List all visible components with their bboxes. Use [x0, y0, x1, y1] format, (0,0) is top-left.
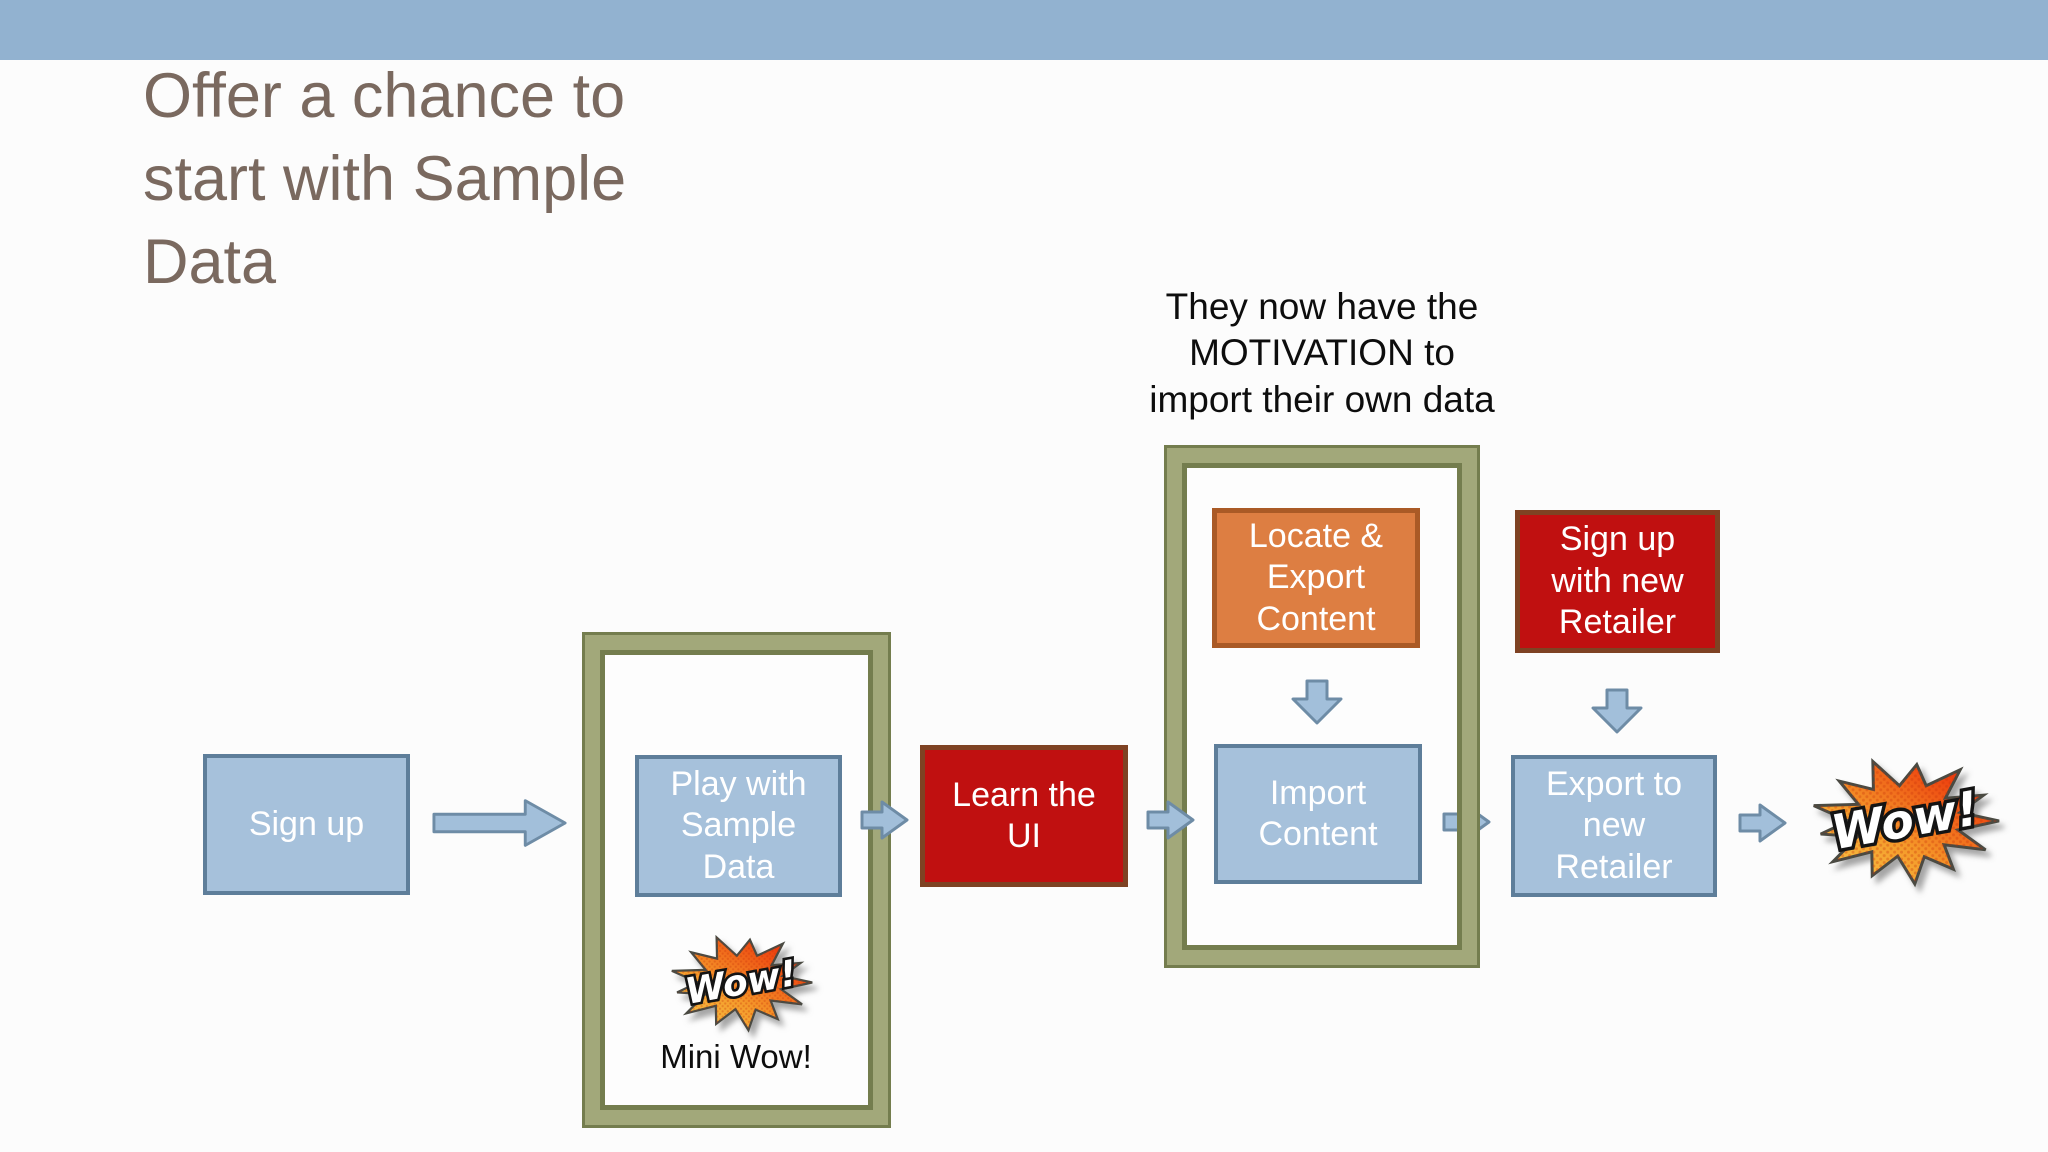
right-arrow-icon	[432, 799, 567, 847]
learn-the-ui-box: Learn the UI	[920, 745, 1128, 887]
play-with-sample-data-box: Play with Sample Data	[635, 755, 842, 897]
mini-wow-caption: Mini Wow!	[660, 1038, 812, 1075]
top-accent-bar	[0, 0, 2048, 60]
mini-wow-burst-icon: Wow!	[671, 934, 813, 1033]
motivation-annotation: They now have the MOTIVATION to import t…	[1149, 286, 1495, 420]
down-arrow-icon	[1591, 688, 1643, 734]
right-arrow-icon	[1738, 803, 1787, 843]
slide-title: Offer a chance to start with Sample Data	[143, 61, 627, 298]
import-content-box: Import Content	[1214, 744, 1422, 884]
down-arrow-icon	[1291, 679, 1343, 725]
right-arrow-icon	[860, 800, 909, 840]
sign-up-with-new-retailer-box: Sign up with new Retailer	[1515, 510, 1720, 653]
sign-up-box: Sign up	[203, 754, 410, 895]
right-arrow-icon	[1442, 802, 1491, 842]
wow-burst-icon: Wow!	[1813, 758, 2000, 888]
right-arrow-icon	[1146, 800, 1195, 840]
export-to-new-retailer-box: Export to new Retailer	[1511, 755, 1717, 897]
locate-export-content-box: Locate & Export Content	[1212, 508, 1420, 648]
